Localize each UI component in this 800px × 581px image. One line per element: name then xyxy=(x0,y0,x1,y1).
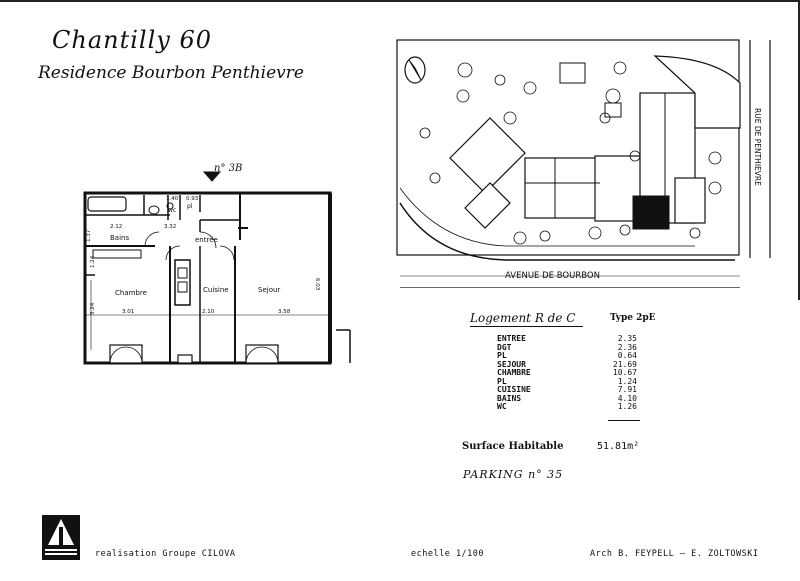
table-separator xyxy=(608,420,640,421)
area-row: SEJOUR 21.69 xyxy=(497,359,637,370)
dim-4: 3.32 xyxy=(164,224,176,230)
dim-8: 3.01 xyxy=(122,309,134,315)
window-sejour xyxy=(245,344,279,364)
logement-heading: Logement R de C xyxy=(470,311,584,327)
area-row-value: 21.69 xyxy=(612,359,637,369)
area-row-label: DGT xyxy=(497,342,512,352)
surface-label: Surface Habitable xyxy=(462,441,564,452)
room-cuisine: Cuisine xyxy=(203,286,229,294)
dim-9: 2.10 xyxy=(202,309,215,315)
outer-wall xyxy=(83,191,332,365)
street-rue-de-penthievre: RUE DE PENTHIEVRE xyxy=(753,108,762,186)
area-row-value: 1.24 xyxy=(617,376,637,386)
room-entree: entrée xyxy=(195,236,218,244)
area-row: DGT 2.36 xyxy=(497,342,637,353)
kitchen-counter xyxy=(174,259,191,306)
bathtub xyxy=(87,196,127,212)
compass-icon xyxy=(404,56,426,84)
dim-5: 1.24 xyxy=(90,255,96,268)
surface-value: 51.81m² xyxy=(597,441,640,452)
area-row-label: PL xyxy=(497,351,507,360)
unit-tag: n° 3B xyxy=(214,163,242,174)
area-row-value: 0.64 xyxy=(617,351,637,360)
area-row-value: 1.26 xyxy=(617,402,637,411)
area-row-label: WC xyxy=(497,402,507,411)
parking-note: PARKING n° 35 xyxy=(463,468,564,481)
area-row-label: SEJOUR xyxy=(497,359,526,369)
area-row-value: 4.10 xyxy=(617,393,637,403)
footer-realisation: realisation Groupe CILOVA xyxy=(95,549,236,559)
area-row-value: 2.35 xyxy=(617,334,637,343)
page-subtitle: Residence Bourbon Penthievre xyxy=(38,63,304,83)
area-row-value: 7.91 xyxy=(617,385,637,394)
site-plan: AVENUE DE BOURBON RUE DE PENTHIEVRE xyxy=(396,39,771,288)
area-row-value: 10.67 xyxy=(612,368,637,377)
dim-6: 3.24 xyxy=(90,302,96,315)
area-row: CHAMBRE 10.67 xyxy=(497,368,637,378)
page-border-right xyxy=(798,0,800,300)
room-chambre: Chambre xyxy=(115,289,147,297)
cilova-logo-icon xyxy=(42,515,80,560)
area-row: PL 0.64 xyxy=(497,351,637,361)
area-row-value: 2.36 xyxy=(617,342,637,352)
area-row: BAINS 4.10 xyxy=(497,393,637,404)
highlighted-unit xyxy=(632,195,670,230)
area-row-label: PL xyxy=(497,376,507,386)
area-row-label: BAINS xyxy=(497,393,522,403)
footer-architects: Arch B. FEYPELL — E. ZOLTOWSKI xyxy=(590,549,759,559)
footer-echelle: echelle 1/100 xyxy=(411,549,485,559)
dim-7: 6.03 xyxy=(314,278,320,291)
area-row-label: CHAMBRE xyxy=(497,368,531,377)
page-border-top xyxy=(0,0,800,2)
room-pl: pl xyxy=(187,203,193,210)
room-sejour: Sejour xyxy=(258,286,280,294)
unit-marker-arrow xyxy=(202,171,222,182)
dim-3: 0.93 xyxy=(186,196,199,202)
area-row-label: ENTREE xyxy=(497,334,526,343)
window-chambre xyxy=(109,344,143,364)
street-avenue-de-bourbon: AVENUE DE BOURBON xyxy=(505,271,600,281)
floor-plan: n° 3B Bains entrée wc pl Chambre Cuisine… xyxy=(83,163,351,365)
dim-2: 1.40 xyxy=(166,196,179,202)
area-row-label: CUISINE xyxy=(497,385,531,394)
room-wc: wc xyxy=(168,207,176,214)
area-row: WC 1.26 xyxy=(497,402,637,412)
logement-type: Type 2pE xyxy=(610,313,656,323)
room-bains: Bains xyxy=(110,234,129,242)
page-title: Chantilly 60 xyxy=(52,26,212,54)
dim-10: 3.58 xyxy=(278,309,291,315)
dim-11: 1.37 xyxy=(86,229,92,242)
area-row: ENTREE 2.35 xyxy=(497,334,637,344)
dim-1: 2.12 xyxy=(110,224,122,230)
area-row: PL 1.24 xyxy=(497,376,637,387)
area-row: CUISINE 7.91 xyxy=(497,385,637,395)
